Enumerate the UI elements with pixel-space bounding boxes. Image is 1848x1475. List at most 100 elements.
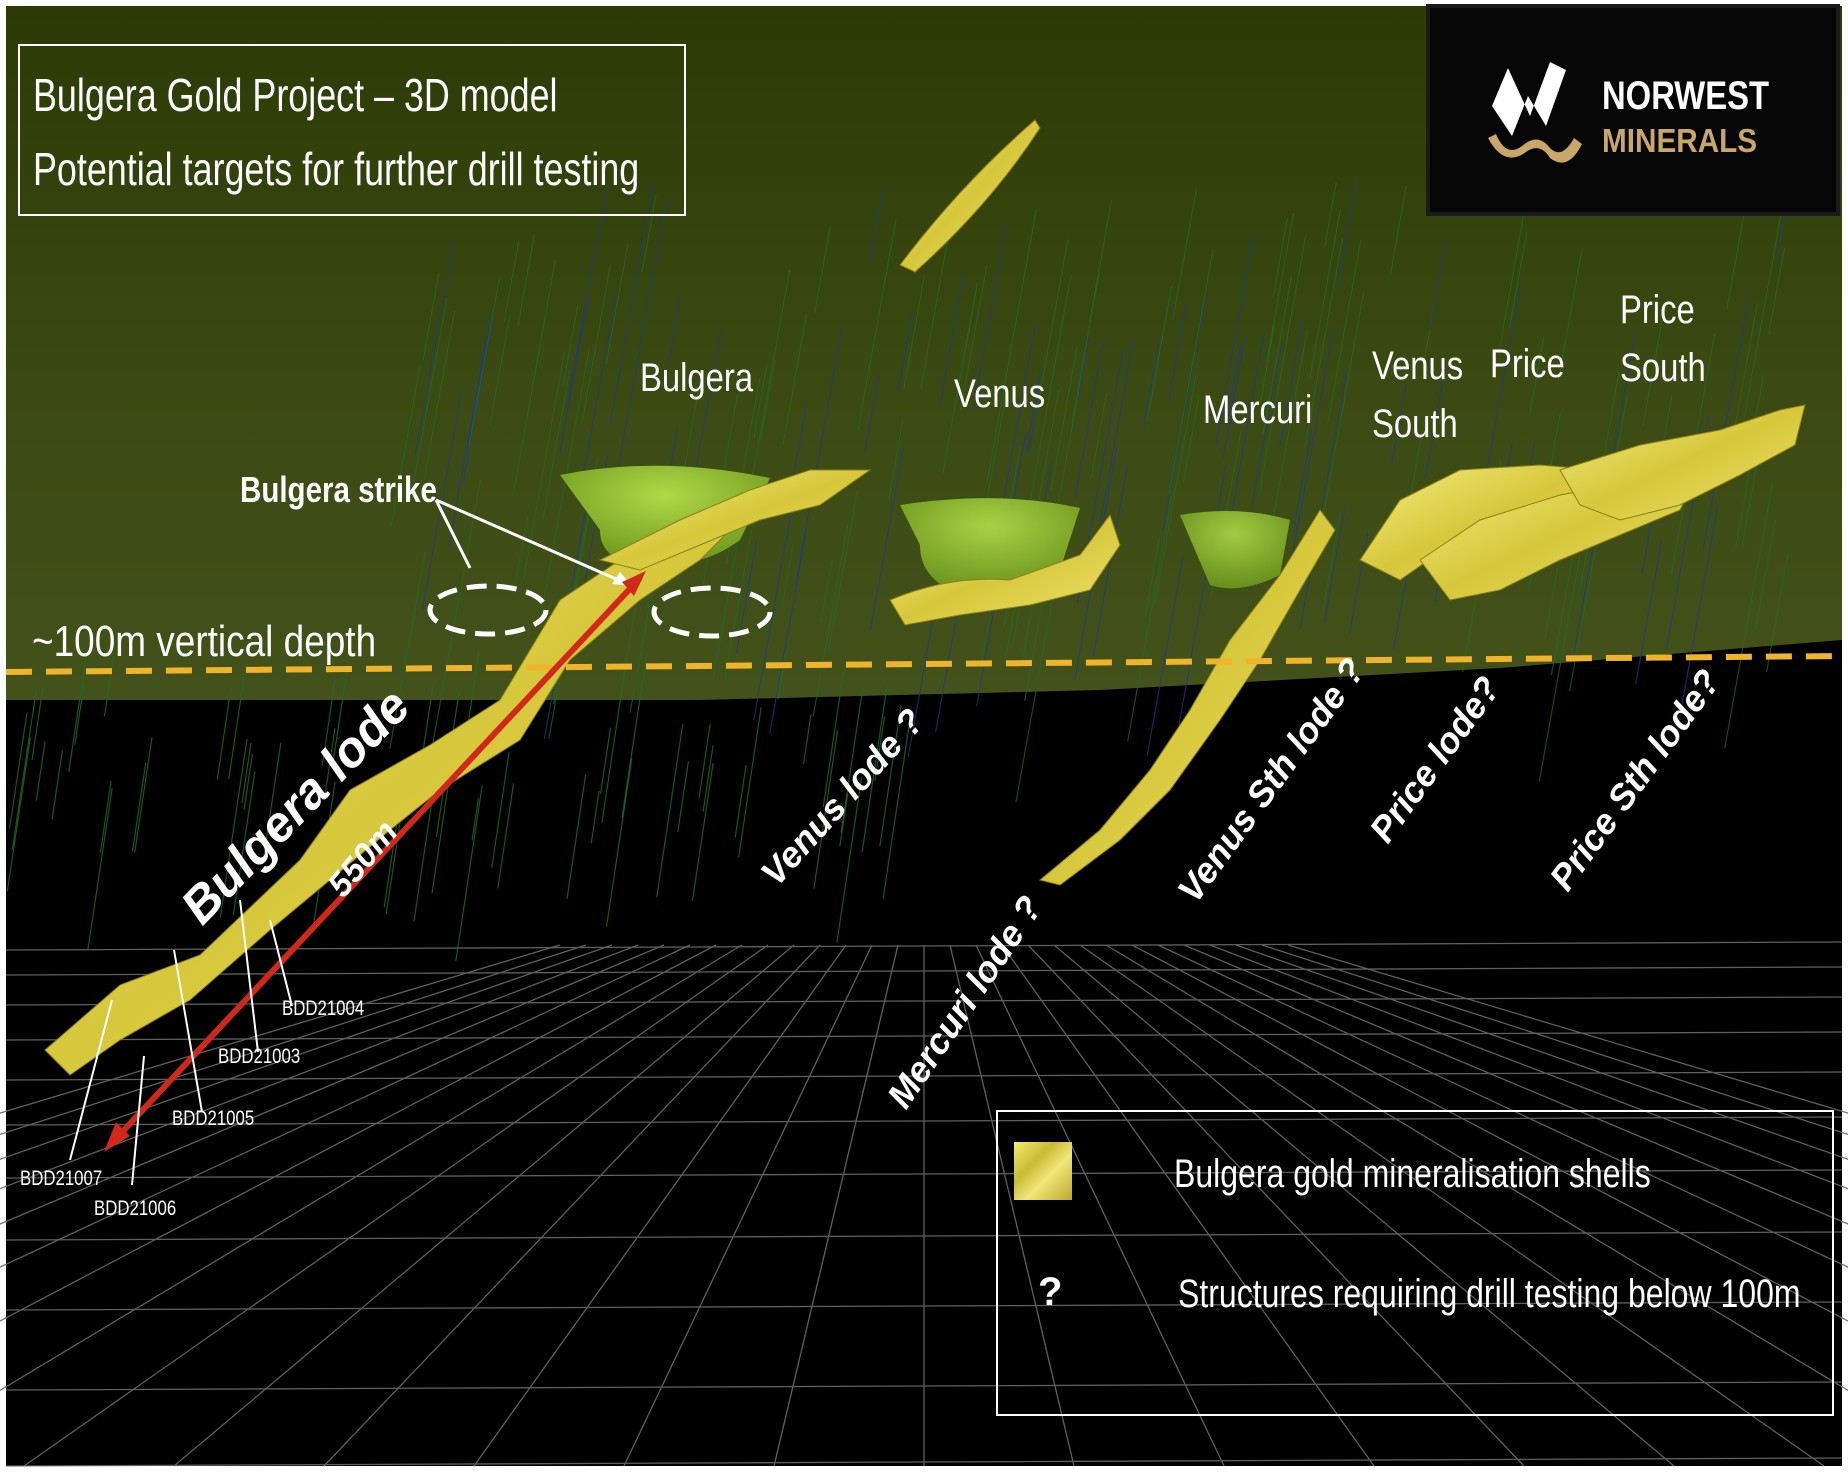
bulgera-upper-shell: [598, 469, 872, 571]
drill-trace: [497, 783, 515, 889]
grid-line: [23, 944, 769, 1467]
grid-line: [0, 944, 717, 1322]
drill-trace: [753, 471, 800, 721]
legend: Bulgera gold mineralisation shells ? Str…: [996, 1110, 1834, 1416]
drill-trace: [513, 514, 529, 594]
drill-trace: [769, 533, 807, 734]
drill-trace: [1429, 240, 1447, 331]
drill-trace: [839, 793, 849, 847]
drill-trace: [539, 348, 590, 620]
drill-trace: [1144, 538, 1160, 619]
drill-trace: [869, 190, 884, 264]
drill-trace: [822, 667, 845, 808]
drill-trace: [429, 479, 482, 758]
drill-hole-pointers: [69, 899, 293, 1186]
drill-trace: [1389, 185, 1407, 275]
drill-trace: [1143, 340, 1160, 427]
drill-trace: [1258, 235, 1307, 496]
grid-line: [1053, 944, 1675, 1467]
drill-trace: [431, 772, 451, 894]
drill-trace: [702, 745, 714, 812]
drill-trace: [219, 738, 248, 918]
drill-trace: [861, 685, 888, 853]
drill-trace: [724, 515, 755, 680]
drill-trace: [939, 274, 964, 404]
drill-trace: [960, 264, 988, 411]
drill-trace: [621, 653, 648, 818]
drill-trace: [1304, 238, 1343, 448]
drill-trace: [413, 789, 435, 922]
drill-trace: [794, 326, 843, 587]
drill-trace: [1324, 182, 1337, 248]
drill-trace: [813, 730, 839, 889]
grid-line: [1287, 944, 1848, 1114]
drill-trace: [879, 704, 902, 847]
drill-trace: [131, 762, 147, 852]
drill-trace: [738, 707, 762, 858]
drill-trace: [51, 750, 64, 820]
grid-line: [975, 944, 1225, 1467]
drill-trace: [74, 683, 85, 745]
drill-trace: [1074, 335, 1105, 500]
drill-trace: [618, 198, 668, 466]
drill-trace: [134, 737, 153, 853]
drill-trace: [1320, 512, 1342, 620]
drill-trace: [87, 788, 113, 951]
drill-hole-label: BDD21003: [218, 1045, 301, 1068]
drill-trace: [1077, 337, 1090, 400]
drill-trace: [1092, 468, 1128, 657]
drill-trace: [1390, 383, 1407, 466]
drill-trace: [1251, 343, 1282, 506]
deposit-label-price-south-2: South: [1620, 346, 1706, 390]
drill-trace: [1482, 285, 1521, 493]
drill-trace: [323, 728, 336, 800]
drill-trace: [9, 712, 28, 829]
drill-trace: [1050, 347, 1078, 491]
drill-trace: [1724, 483, 1773, 749]
drill-trace: [1292, 328, 1334, 554]
drill-trace: [332, 662, 349, 762]
drill-trace: [864, 373, 880, 452]
depth-line: [5, 653, 1843, 675]
strike-ellipse-right: [651, 585, 773, 639]
grid-line: [1183, 944, 1848, 1225]
drill-trace: [1676, 506, 1719, 732]
drill-trace: [609, 181, 655, 427]
drill-trace: [466, 313, 492, 451]
drill-trace: [1168, 305, 1187, 400]
logo-name-line-2: MINERALS: [1602, 122, 1758, 159]
drill-trace: [262, 742, 282, 860]
drill-trace: [6, 737, 31, 892]
drill-trace: [1569, 542, 1598, 692]
drill-trace: [1498, 189, 1529, 353]
drill-trace: [1292, 428, 1313, 532]
drill-trace: [599, 727, 612, 794]
drill-trace: [1737, 211, 1783, 454]
drill-trace: [882, 721, 911, 899]
drill-trace: [1146, 285, 1173, 423]
drill-trace: [1279, 320, 1304, 447]
drill-trace: [414, 238, 455, 455]
mercuri-pit: [1180, 511, 1290, 589]
length-arrowhead-bottom: [104, 1122, 130, 1152]
drill-trace: [1071, 275, 1100, 424]
drill-trace: [491, 751, 510, 868]
title-line-2: Potential targets for further drill test…: [33, 143, 640, 195]
drill-trace: [1259, 325, 1275, 406]
drill-trace: [99, 780, 112, 853]
drill-trace: [840, 686, 864, 833]
drill-trace: [903, 275, 925, 389]
deposit-label-bulgera: Bulgera: [640, 356, 754, 400]
grid-line: [173, 944, 795, 1467]
drill-trace: [389, 551, 426, 749]
drill-trace: [1002, 323, 1036, 503]
drill-trace: [874, 716, 886, 782]
drill-trace: [462, 320, 494, 484]
drill-trace: [1557, 247, 1583, 384]
drill-trace: [421, 684, 434, 757]
price-south-shell: [1559, 404, 1806, 521]
drill-hole-label: BDD21005: [172, 1107, 255, 1130]
grid-line: [0, 944, 691, 1268]
deposit-label-mercuri: Mercuri: [1203, 388, 1313, 432]
